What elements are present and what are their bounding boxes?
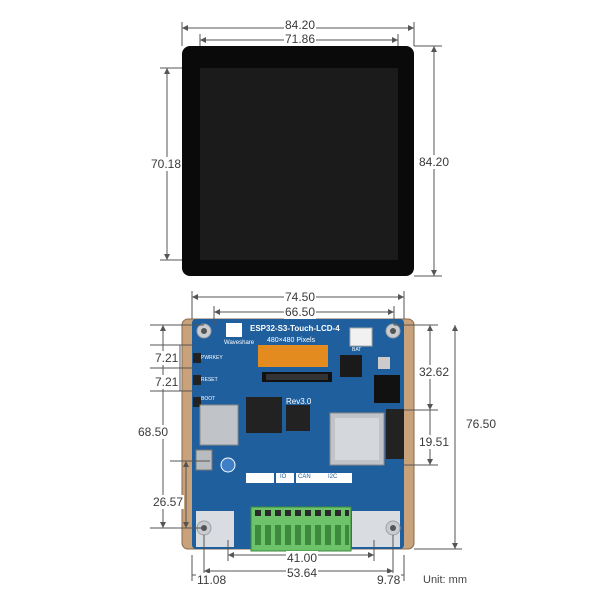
board-drawing	[150, 291, 462, 581]
dim-right-19-51: 19.51	[418, 435, 451, 449]
dim-right-32-62: 32.62	[418, 365, 451, 379]
display-view: 84.20 71.86 70.18 84.20	[0, 0, 600, 290]
io-label: IO	[280, 474, 287, 480]
dim-bottom-9-78: 9.78	[376, 573, 402, 587]
dim-right-76-50: 76.50	[465, 417, 498, 431]
dim-outer-height: 84.20	[418, 155, 451, 169]
dim-left-26-57: 26.57	[152, 495, 185, 509]
lcd-active-area	[200, 68, 398, 260]
reset-label: RESET	[201, 377, 218, 383]
can-label: CAN	[298, 474, 311, 480]
dim-bottom-53-64: 53.64	[286, 566, 319, 580]
i2c-label: I2C	[328, 474, 338, 480]
pwrkey-label: PWRKEY	[201, 355, 223, 361]
dim-active-width: 71.86	[284, 32, 317, 46]
board-resolution-label: 480×480 Pixels	[267, 337, 316, 344]
dim-left-7-21-b: 7.21	[154, 375, 180, 389]
board-view: Waveshare ESP32-S3-Touch-LCD-4 480×480 P…	[0, 285, 600, 600]
dim-active-height: 70.18	[150, 157, 183, 171]
display-dimension-lines	[160, 22, 442, 277]
board-model-label: ESP32-S3-Touch-LCD-4	[250, 324, 340, 333]
board-brand-label: Waveshare	[224, 340, 255, 346]
dim-bottom-11-08: 11.08	[196, 573, 228, 587]
board-revision-label: Rev3.0	[286, 397, 312, 406]
dim-top-inner: 66.50	[284, 305, 317, 319]
unit-label: Unit: mm	[422, 573, 468, 587]
dim-bottom-41-00: 41.00	[286, 551, 319, 565]
dim-left-68-50: 68.50	[137, 425, 170, 439]
bat-label: BAT	[352, 347, 362, 353]
dim-top-outer: 74.50	[284, 290, 317, 304]
boot-label: BOOT	[201, 396, 216, 402]
dim-outer-width: 84.20	[284, 18, 317, 32]
dim-left-7-21-a: 7.21	[154, 351, 180, 365]
